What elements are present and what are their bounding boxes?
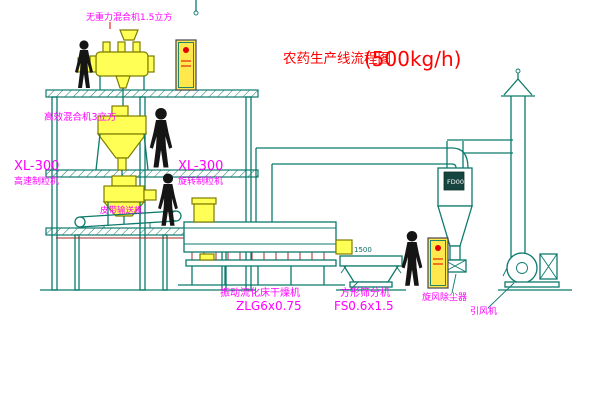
label-high-eff-mixer: 高效混合机3立方 bbox=[44, 111, 117, 123]
fluid-bed-dryer bbox=[178, 197, 345, 286]
label-granulator-mid-name: 旋转制粒机 bbox=[178, 175, 223, 187]
red-knob bbox=[183, 47, 189, 53]
label-fan: 引风机 bbox=[470, 305, 497, 317]
red-knob bbox=[435, 245, 441, 251]
granulator bbox=[102, 170, 157, 226]
label-granulator-left-model: XL-300 bbox=[14, 159, 59, 174]
square-sieve bbox=[335, 239, 406, 291]
cyclone-tag-plate bbox=[443, 171, 465, 191]
induced-draft-fan bbox=[498, 252, 572, 291]
column bbox=[51, 96, 58, 291]
floor-beam-2 bbox=[45, 169, 259, 178]
floor-beam-1 bbox=[45, 89, 259, 98]
belt-conveyor bbox=[74, 210, 182, 228]
label-sieve-name: 方形筛分机 bbox=[340, 286, 390, 299]
diagram-title: 农药生产线流程图 bbox=[283, 51, 391, 67]
label-belt-conveyor: 皮带输送机 bbox=[100, 205, 143, 216]
worker-figure-ground bbox=[401, 230, 423, 286]
label-dryer-model: ZLG6x0.75 bbox=[236, 299, 302, 313]
label-sieve-model: FS0.6x1.5 bbox=[334, 299, 394, 313]
cyclone-tag: FD00 bbox=[447, 178, 464, 186]
exhaust-stack bbox=[501, 68, 535, 258]
building-frame bbox=[40, 89, 259, 291]
diagram-title-capacity: (500kg/h) bbox=[364, 47, 461, 71]
worker-figure-mid bbox=[149, 108, 173, 168]
support-post bbox=[74, 234, 80, 291]
label-granulator-mid-model: XL-300 bbox=[178, 159, 223, 174]
label-cyclone: 旋风除尘器 bbox=[422, 291, 467, 303]
support-post bbox=[162, 234, 168, 291]
gravity-mixer bbox=[77, 29, 155, 97]
label-granulator-left-name: 高速制粒机 bbox=[14, 175, 59, 187]
worker-figure-lower bbox=[158, 173, 178, 226]
control-cabinet-upper bbox=[175, 39, 197, 91]
exhaust-duct bbox=[255, 147, 469, 222]
roof-vent-stub bbox=[193, 0, 199, 16]
leader-fan bbox=[487, 282, 515, 309]
cyclone-separator: FD00 bbox=[437, 141, 473, 273]
control-cabinet-lower bbox=[427, 237, 449, 289]
leader-cyclone bbox=[451, 273, 457, 294]
label-dryer-name: 振动流化床干燥机 bbox=[220, 286, 300, 299]
label-sieve-width: 1500 bbox=[354, 246, 372, 254]
label-gravity-mixer: 无重力混合机1.5立方 bbox=[86, 11, 172, 23]
worker-figure-top bbox=[75, 40, 93, 88]
cyclone-outlet-pipe bbox=[447, 139, 513, 154]
high-efficiency-mixer bbox=[95, 97, 149, 171]
